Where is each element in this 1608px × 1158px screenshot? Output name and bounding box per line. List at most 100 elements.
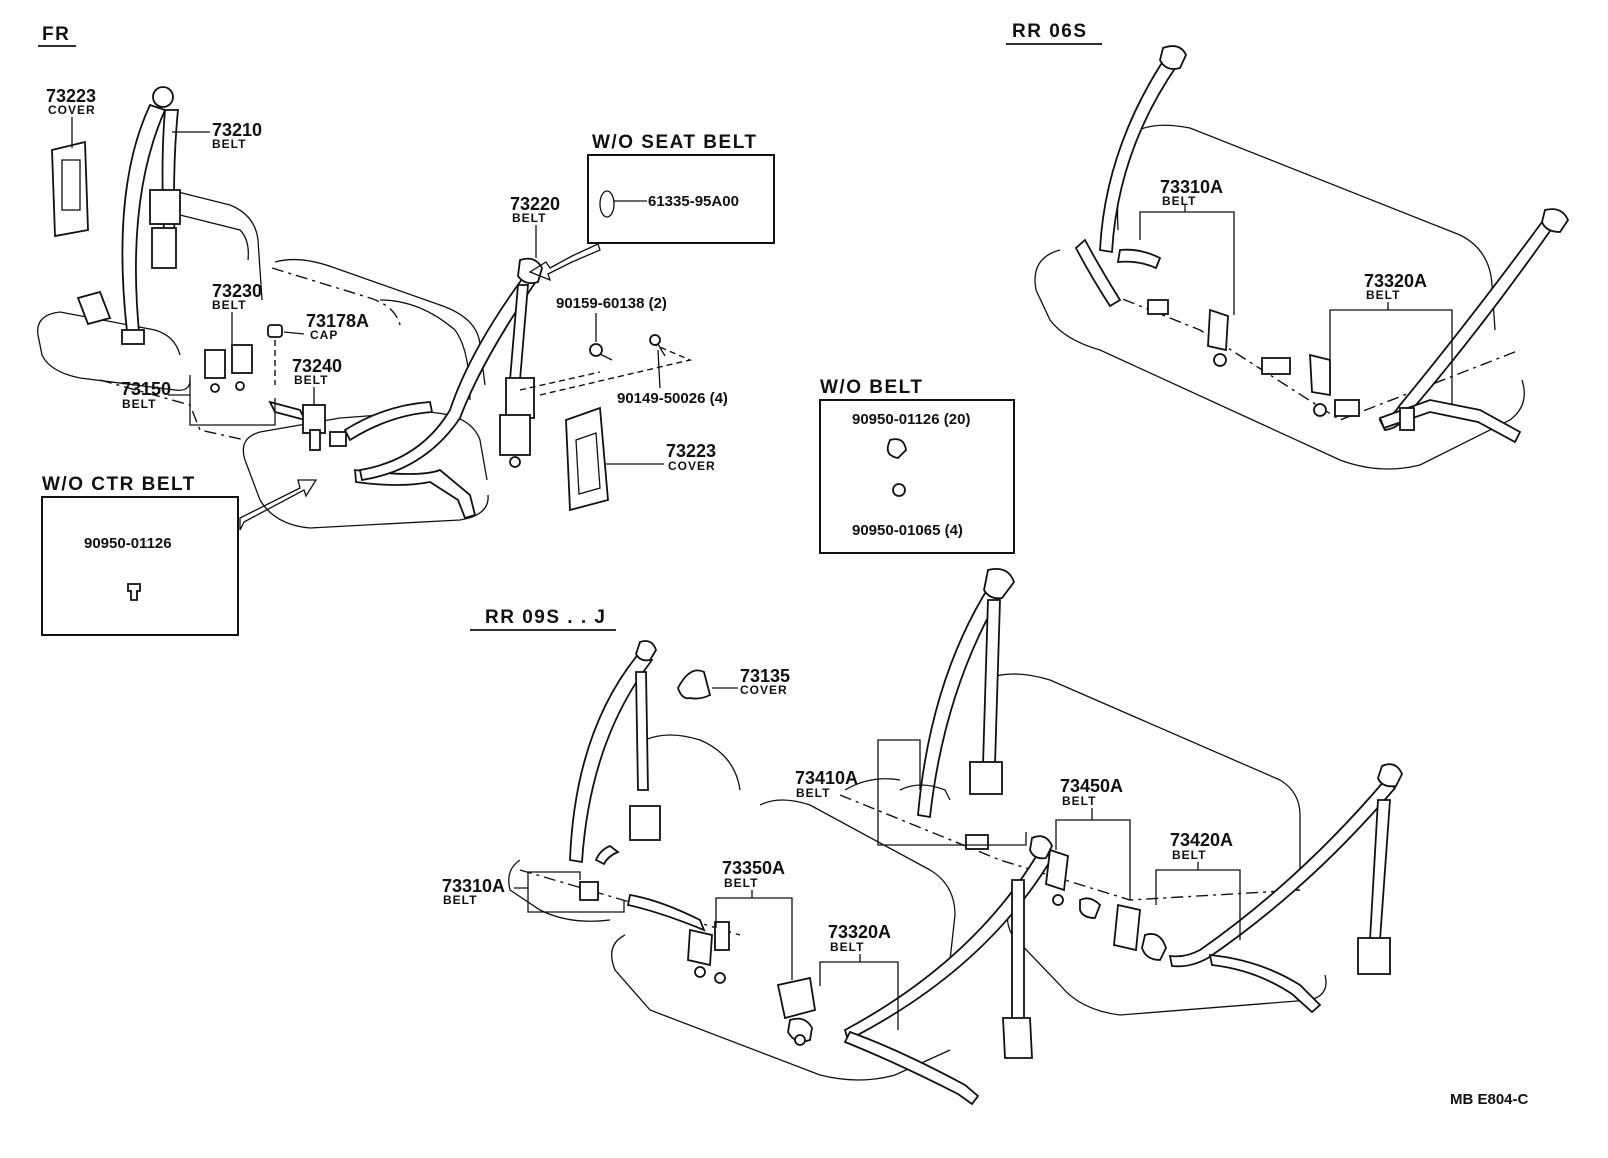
wo-ctr-belt-title: W/O CTR BELT <box>42 474 196 495</box>
part-desc: BELT <box>294 373 328 387</box>
callout-73210: 73210 BELT <box>172 120 262 151</box>
fr-buckle-73230-a <box>204 349 226 379</box>
rr06s-seat-back <box>1129 124 1496 331</box>
fr-seat-cushion-right <box>242 431 489 529</box>
rr06s-seat-illustration <box>1034 45 1570 470</box>
arrow-icon-2 <box>239 479 318 531</box>
rr09s-seat-back-mid <box>759 799 956 961</box>
part-number: 73240 <box>292 356 342 376</box>
rr06s-belt-left-anchor <box>1159 45 1187 70</box>
callout-73150: 73150 BELT <box>121 375 276 426</box>
callout-73310a-06s: 73310A BELT <box>1139 177 1235 315</box>
part-desc: BELT <box>212 298 246 312</box>
fr-belt-anchor-top <box>152 86 174 108</box>
wo-ctr-belt-box: W/O CTR BELT 90950-01126 <box>41 474 239 636</box>
cover-73223-left <box>51 140 89 238</box>
section-rr09s: RR 09S . . J <box>470 607 616 631</box>
part-desc: BELT <box>212 137 246 151</box>
section-rr06s: RR 06S <box>1006 21 1102 45</box>
cover-73223-left-plate <box>51 140 89 238</box>
plug-icon-2 <box>892 483 906 497</box>
section-fr-label: FR <box>42 24 70 45</box>
rr09s-cushion-rear <box>1006 904 1327 1016</box>
rr06s-belt-right <box>1378 216 1557 431</box>
part-desc: BELT <box>1062 794 1096 808</box>
rr06s-belt-left <box>1099 56 1180 254</box>
part-desc: BELT <box>796 786 830 800</box>
part-desc: COVER <box>740 683 788 697</box>
bolt-90159-icon <box>589 343 603 357</box>
part-number: 73223 <box>666 441 716 461</box>
part-desc: BELT <box>122 397 156 411</box>
rr09s-seat-back-left <box>644 734 741 791</box>
part-desc: BELT <box>724 876 758 890</box>
wo-seat-belt-title: W/O SEAT BELT <box>592 132 758 153</box>
fr-bolts <box>519 334 693 396</box>
part-desc: BELT <box>830 940 864 954</box>
diagram-code: MB E804-C <box>1450 1091 1529 1108</box>
callout-73310a-09s: 73310A BELT <box>442 871 625 913</box>
part-desc: BELT <box>443 893 477 907</box>
bolt-90149-label: 90149-50026 (4) <box>617 390 728 407</box>
fr-belt-73220 <box>358 273 537 482</box>
cover-73223-mid-plate <box>565 406 609 512</box>
callout-73230: 73230 BELT <box>212 281 262 345</box>
fr-seat-back-center <box>274 258 486 386</box>
part-number: 73450A <box>1060 776 1123 796</box>
callout-73220: 73220 BELT <box>510 194 560 258</box>
part-desc: COVER <box>668 459 716 473</box>
callout-73420a: 73420A BELT <box>1155 830 1241 940</box>
cover-73135-icon <box>677 669 712 700</box>
rr09s-buckle-73450a <box>1045 848 1069 892</box>
rr06s-seat-cushion <box>1034 249 1525 470</box>
wo-belt-frame <box>819 399 1015 554</box>
part-number: 73320A <box>828 922 891 942</box>
part-number: 73420A <box>1170 830 1233 850</box>
wo-seat-belt-arrow <box>528 243 601 282</box>
wo-belt-box: W/O BELT 90950-01126 (20) 90950-01065 (4… <box>819 377 1015 554</box>
part-number: 73320A <box>1364 271 1427 291</box>
part-number: 73230 <box>212 281 262 301</box>
fr-buckle-73230-b <box>231 344 253 374</box>
callout-73320a-09s: 73320A BELT <box>819 922 899 1030</box>
callout-73450a: 73450A BELT <box>1055 776 1131 900</box>
callout-bolt-90149: 90149-50026 (4) <box>617 349 728 407</box>
fr-belt-73220-anchor <box>517 257 543 285</box>
callout-73240: 73240 BELT <box>292 356 342 405</box>
wo-belt-title: W/O BELT <box>820 377 923 398</box>
rr09s-belt-73350a <box>626 893 706 932</box>
section-rr06s-label: RR 06S <box>1012 21 1088 42</box>
callout-73178a: 73178A CAP <box>283 311 369 342</box>
part-desc: BELT <box>1162 194 1196 208</box>
arrow-icon <box>528 243 601 282</box>
fr-seat-cushion-left <box>37 311 191 391</box>
callout-73320a-06s: 73320A BELT <box>1329 271 1453 405</box>
part-desc: CAP <box>310 328 338 342</box>
part-number: 73178A <box>306 311 369 331</box>
wo-belt-part-2: 90950-01065 (4) <box>852 522 963 539</box>
rr06s-buckle <box>1207 308 1229 352</box>
part-desc: COVER <box>48 103 96 117</box>
rr06s-belt-right-anchor <box>1541 208 1570 233</box>
rr09s-retractor-mid <box>1002 1017 1033 1059</box>
fr-retractor <box>149 189 181 225</box>
plug-icon <box>599 190 615 218</box>
wo-ctr-belt-arrow <box>239 479 318 531</box>
wo-belt-part-1: 90950-01126 (20) <box>852 411 970 428</box>
bolt-icon <box>127 583 141 601</box>
part-number: 73410A <box>795 768 858 788</box>
fr-cap-73178a <box>267 324 283 338</box>
callout-73223-mid: 73223 COVER <box>606 441 716 473</box>
wo-seat-belt-box: W/O SEAT BELT 61335-95A00 <box>587 132 775 244</box>
rr09s-seat-illustration <box>508 567 1403 1106</box>
plug-icon-1 <box>886 438 907 459</box>
rr09s-cushion-front <box>611 934 951 1081</box>
part-number: 73210 <box>212 120 262 140</box>
part-desc: BELT <box>1366 288 1400 302</box>
rr09s-belt-73310a <box>569 650 654 864</box>
part-number: 73220 <box>510 194 560 214</box>
rr09s-seat-back-rear <box>984 673 1301 880</box>
wo-seat-belt-part: 61335-95A00 <box>648 193 739 210</box>
part-number: 73310A <box>442 876 505 896</box>
callout-73410a: 73410A BELT <box>795 739 1027 846</box>
